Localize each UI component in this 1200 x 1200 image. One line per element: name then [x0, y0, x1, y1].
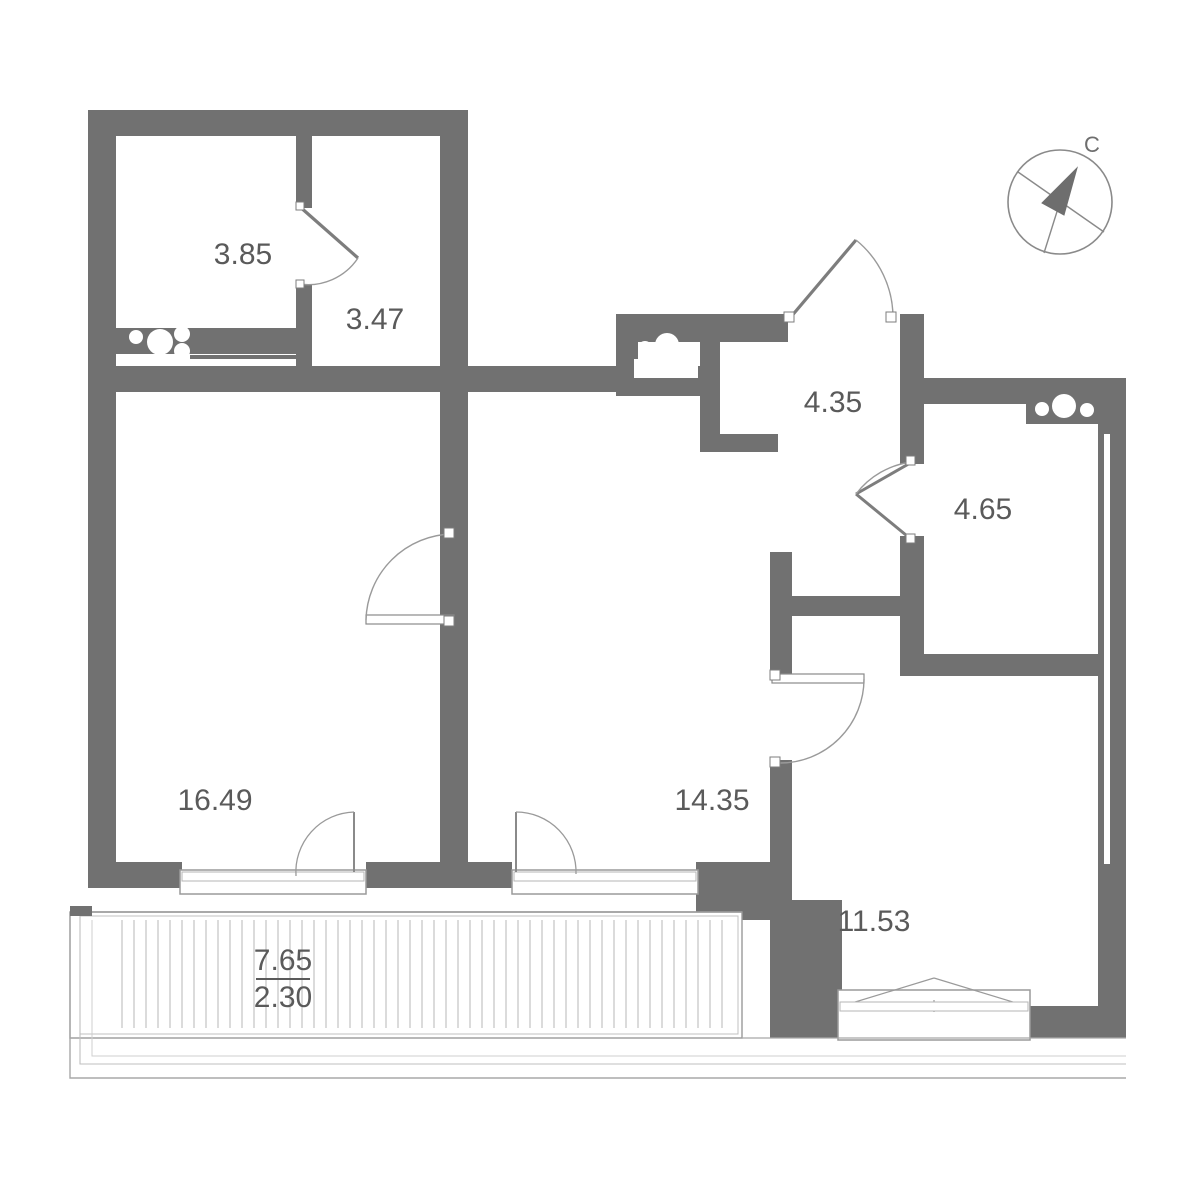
area-label-bedroom-middle: 14.35 — [674, 784, 749, 817]
window-sash-bar-right — [839, 1001, 1029, 1012]
wall-horizontal-under-hall-2 — [296, 366, 468, 392]
window-bedroom-mid — [511, 811, 699, 895]
wall-kitchen-alcove-top — [616, 314, 788, 342]
cooktop-kitchen-niche — [129, 326, 190, 359]
wall-bottom-living-left — [88, 862, 182, 888]
wall-right-shaft-slot — [1104, 434, 1110, 864]
burner-large — [147, 329, 173, 355]
area-label-living-room: 16.49 — [177, 784, 252, 817]
door-leaf-corridor — [788, 238, 858, 320]
balcony-railing-outer — [69, 912, 1126, 1079]
door-fold-leaf-b — [855, 492, 913, 542]
area-label-hall-upper: 3.47 — [346, 303, 404, 336]
area-label-balcony-gross: 7.65 — [254, 944, 312, 977]
window-sash-living — [181, 871, 365, 882]
door-hinge-lower — [295, 279, 305, 289]
door-swing-arc-hall-living — [365, 533, 453, 621]
door-hinge-bath-bottom — [905, 533, 916, 544]
balcony-door-arc-living — [295, 811, 355, 877]
bath-sink-basin — [1052, 394, 1076, 418]
window-awning-line-left — [841, 977, 935, 1007]
window-awning-line-right — [933, 977, 1027, 1007]
doors-group — [295, 201, 916, 768]
door-hinge-bedroom-bottom — [769, 756, 781, 768]
wall-left-block-right — [440, 110, 468, 878]
wall-bottom-11-right — [1028, 1006, 1126, 1038]
walls-group — [88, 110, 1126, 1038]
door-swing-arc-kitchen — [298, 257, 359, 286]
fixtures-group — [129, 326, 1094, 418]
window-living-room — [179, 811, 367, 895]
door-hinge-hall-top — [443, 527, 455, 539]
door-hinge-corridor-right — [885, 311, 897, 323]
compass-north-needle — [1041, 166, 1078, 216]
wall-exterior-left — [88, 110, 116, 878]
sink-drain-right — [682, 342, 698, 358]
balcony-railing-inner2 — [91, 920, 1126, 1057]
area-label-bedroom-right: 11.53 — [838, 905, 911, 938]
window-frame-right — [837, 989, 1031, 1041]
door-corridor-top — [783, 238, 897, 323]
window-sash-mid — [513, 871, 697, 882]
compass-north-label: С — [1084, 132, 1100, 157]
door-leaf-hall-living-panel — [365, 614, 455, 625]
compass-rose: С — [1007, 132, 1113, 255]
sink-basin-main — [655, 333, 679, 357]
wall-bottom-11-left — [792, 1006, 840, 1038]
wall-bathroom-bottom — [900, 654, 1098, 676]
burner-bottom-right — [174, 343, 190, 359]
door-hinge-bedroom-top — [769, 669, 781, 681]
area-label-balcony-net: 2.30 — [254, 981, 312, 1014]
burner-small-left — [129, 330, 143, 344]
door-hall-living — [365, 527, 455, 627]
door-bedroom-right — [769, 669, 865, 768]
sink-corridor — [634, 333, 698, 378]
wall-bottom-mid — [366, 862, 512, 888]
door-hinge-bath-top — [905, 455, 916, 466]
balcony-hatch — [121, 920, 723, 1028]
door-swing-arc-bedroom-right — [779, 678, 865, 764]
wall-exterior-top-left — [88, 110, 468, 136]
counter-kitchen-niche — [116, 328, 312, 354]
window-bedroom-right — [837, 977, 1031, 1041]
sink-tap-left — [638, 341, 652, 355]
door-swing-arc-corridor — [855, 239, 894, 319]
bath-sink-right — [1080, 403, 1094, 417]
door-hinge-upper — [295, 201, 305, 211]
counter-edge-line — [190, 355, 312, 359]
area-label-kitchen-niche: 3.85 — [214, 238, 272, 271]
balcony-group — [69, 906, 1126, 1079]
door-fold-leaf-a — [855, 460, 913, 496]
area-label-bathroom: 4.65 — [954, 493, 1012, 526]
balcony-wall-anchor-left — [70, 906, 92, 916]
door-hinge-corridor-left — [783, 311, 795, 323]
bath-sink-left — [1035, 402, 1049, 416]
wall-kitchen-counter-front — [616, 376, 720, 396]
burner-top-right — [174, 326, 190, 342]
wall-niche-partition-upper — [296, 110, 312, 208]
wall-horizontal-under-hall — [88, 366, 316, 392]
wall-kitchen-alcove-stub — [700, 434, 778, 452]
sink-bathroom — [1035, 394, 1094, 418]
wall-kitchen-alcove-left — [616, 314, 638, 376]
balcony-door-arc-mid — [515, 811, 577, 875]
door-leaf-bedroom-right — [771, 673, 865, 684]
balcony-inner-edge — [79, 915, 739, 1035]
windows-group — [179, 811, 1031, 1041]
wall-exterior-right — [1098, 378, 1126, 1038]
door-kitchen-niche — [295, 201, 360, 289]
sink-counter-cutout — [634, 359, 698, 378]
area-labels-group: 3.85 3.47 4.35 4.65 16.49 14.35 11.53 7.… — [177, 238, 1012, 1014]
door-hinge-hall-bottom — [443, 615, 455, 627]
wall-center-stub — [770, 596, 914, 616]
door-bathroom — [855, 455, 916, 544]
door-leaf-upper — [297, 204, 360, 260]
area-label-corridor: 4.35 — [804, 386, 862, 419]
balcony-railing-inner — [79, 916, 1126, 1065]
